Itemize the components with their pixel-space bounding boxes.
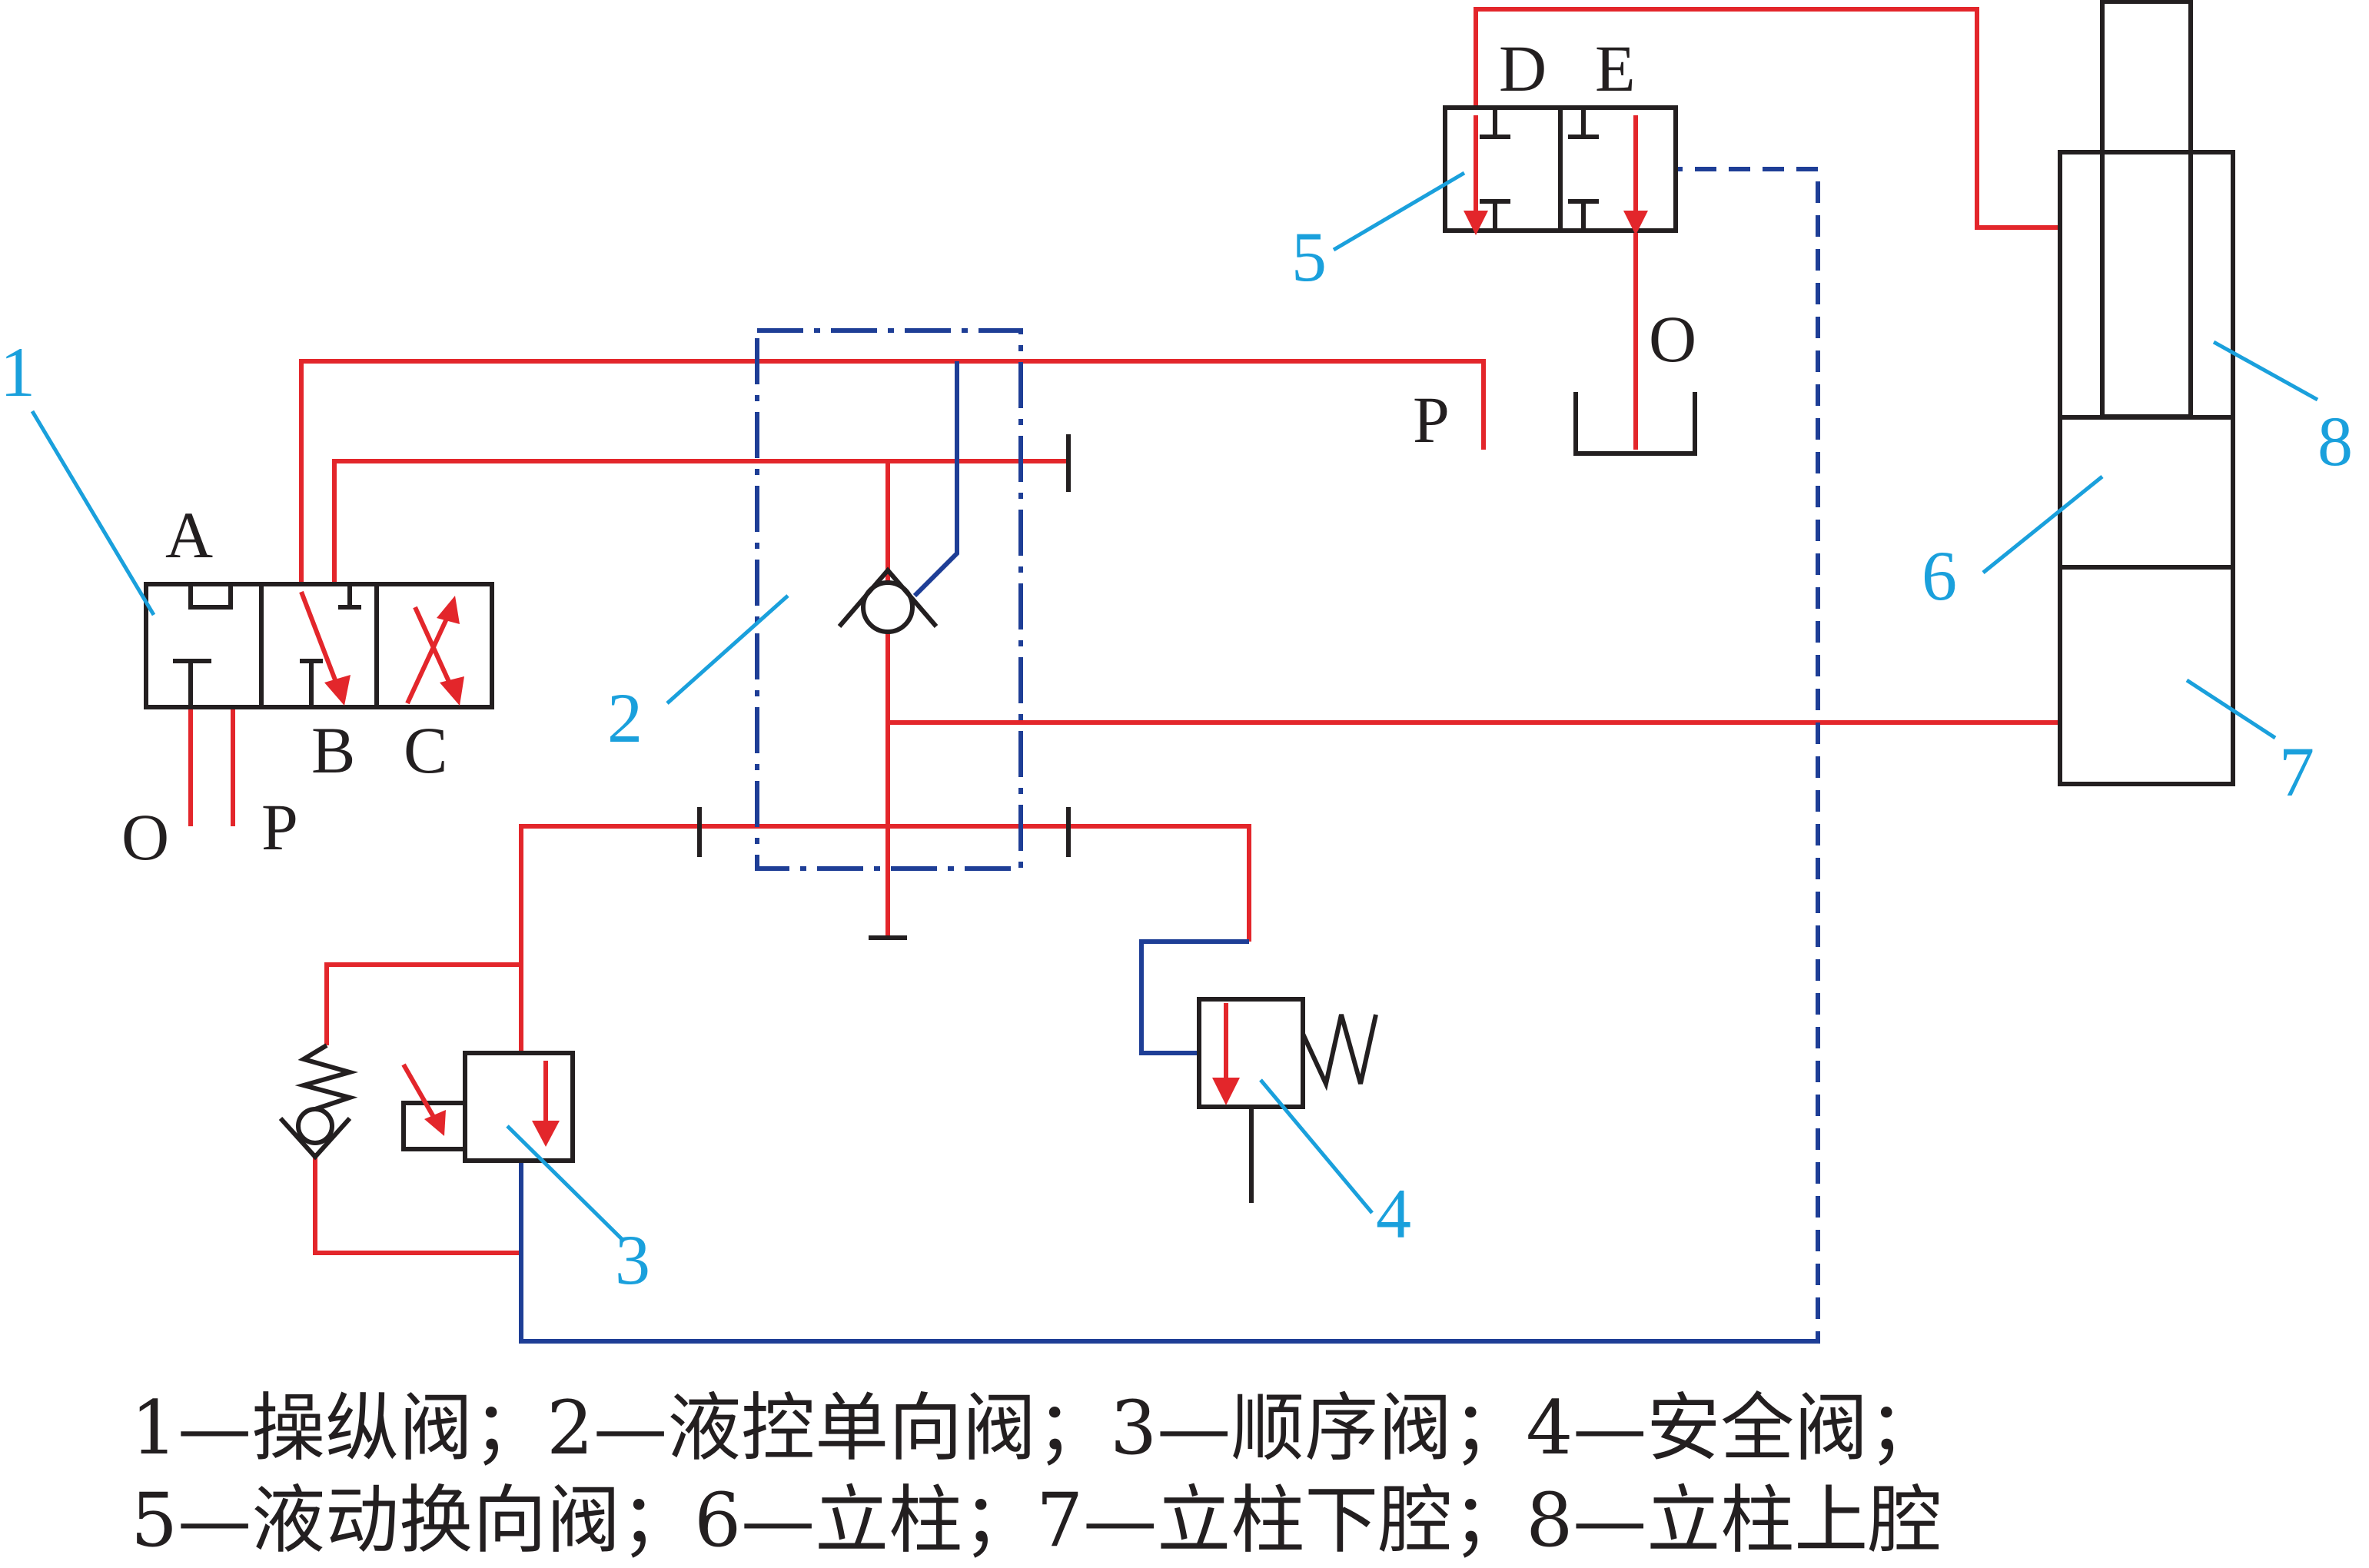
callout-1: 1 (0, 333, 35, 411)
pressure-lines (188, 7, 2060, 1255)
valve5-p-label: P (1413, 383, 1450, 457)
port-d-label: D (1499, 32, 1547, 105)
callout-8: 8 (2318, 402, 2353, 480)
directional-valve-5 (1443, 105, 1697, 456)
port-a-label: A (165, 498, 213, 572)
pilot-lines (519, 167, 1820, 1344)
legend-line-2: 5—液动换向阀；6—立柱；7—立柱下腔；8—立柱上腔 (131, 1477, 1942, 1563)
legend-line-1: 1—操纵阀；2—液控单向阀；3—顺序阀；4—安全阀； (131, 1385, 1942, 1471)
callout-numbers: 1 2 3 4 5 6 7 8 (0, 218, 2353, 1299)
operating-valve-1 (144, 582, 494, 709)
callout-2: 2 (607, 679, 643, 757)
callout-4: 4 (1376, 1174, 1411, 1253)
callout-3: 3 (615, 1221, 650, 1299)
column-piston (2058, 415, 2235, 570)
sequence-valve-3 (278, 1043, 575, 1163)
valve1-o-label: O (121, 800, 169, 874)
lower-chamber-7 (2058, 565, 2235, 786)
hydraulic-column-6 (2058, 0, 2235, 786)
port-e-label: E (1595, 32, 1636, 105)
valve1-p-label: P (261, 790, 298, 864)
callout-7: 7 (2279, 733, 2314, 811)
callout-6: 6 (1922, 537, 1957, 615)
port-b-label: B (311, 713, 355, 787)
port-c-label: C (404, 713, 447, 787)
callout-leaders (30, 171, 2319, 1243)
safety-valve-4 (1197, 997, 1378, 1203)
valve5-o-label: O (1649, 302, 1696, 376)
port-labels: A B C O P D E P O (121, 32, 1696, 874)
callout-5: 5 (1291, 218, 1327, 296)
check-valve-2 (697, 434, 1071, 940)
